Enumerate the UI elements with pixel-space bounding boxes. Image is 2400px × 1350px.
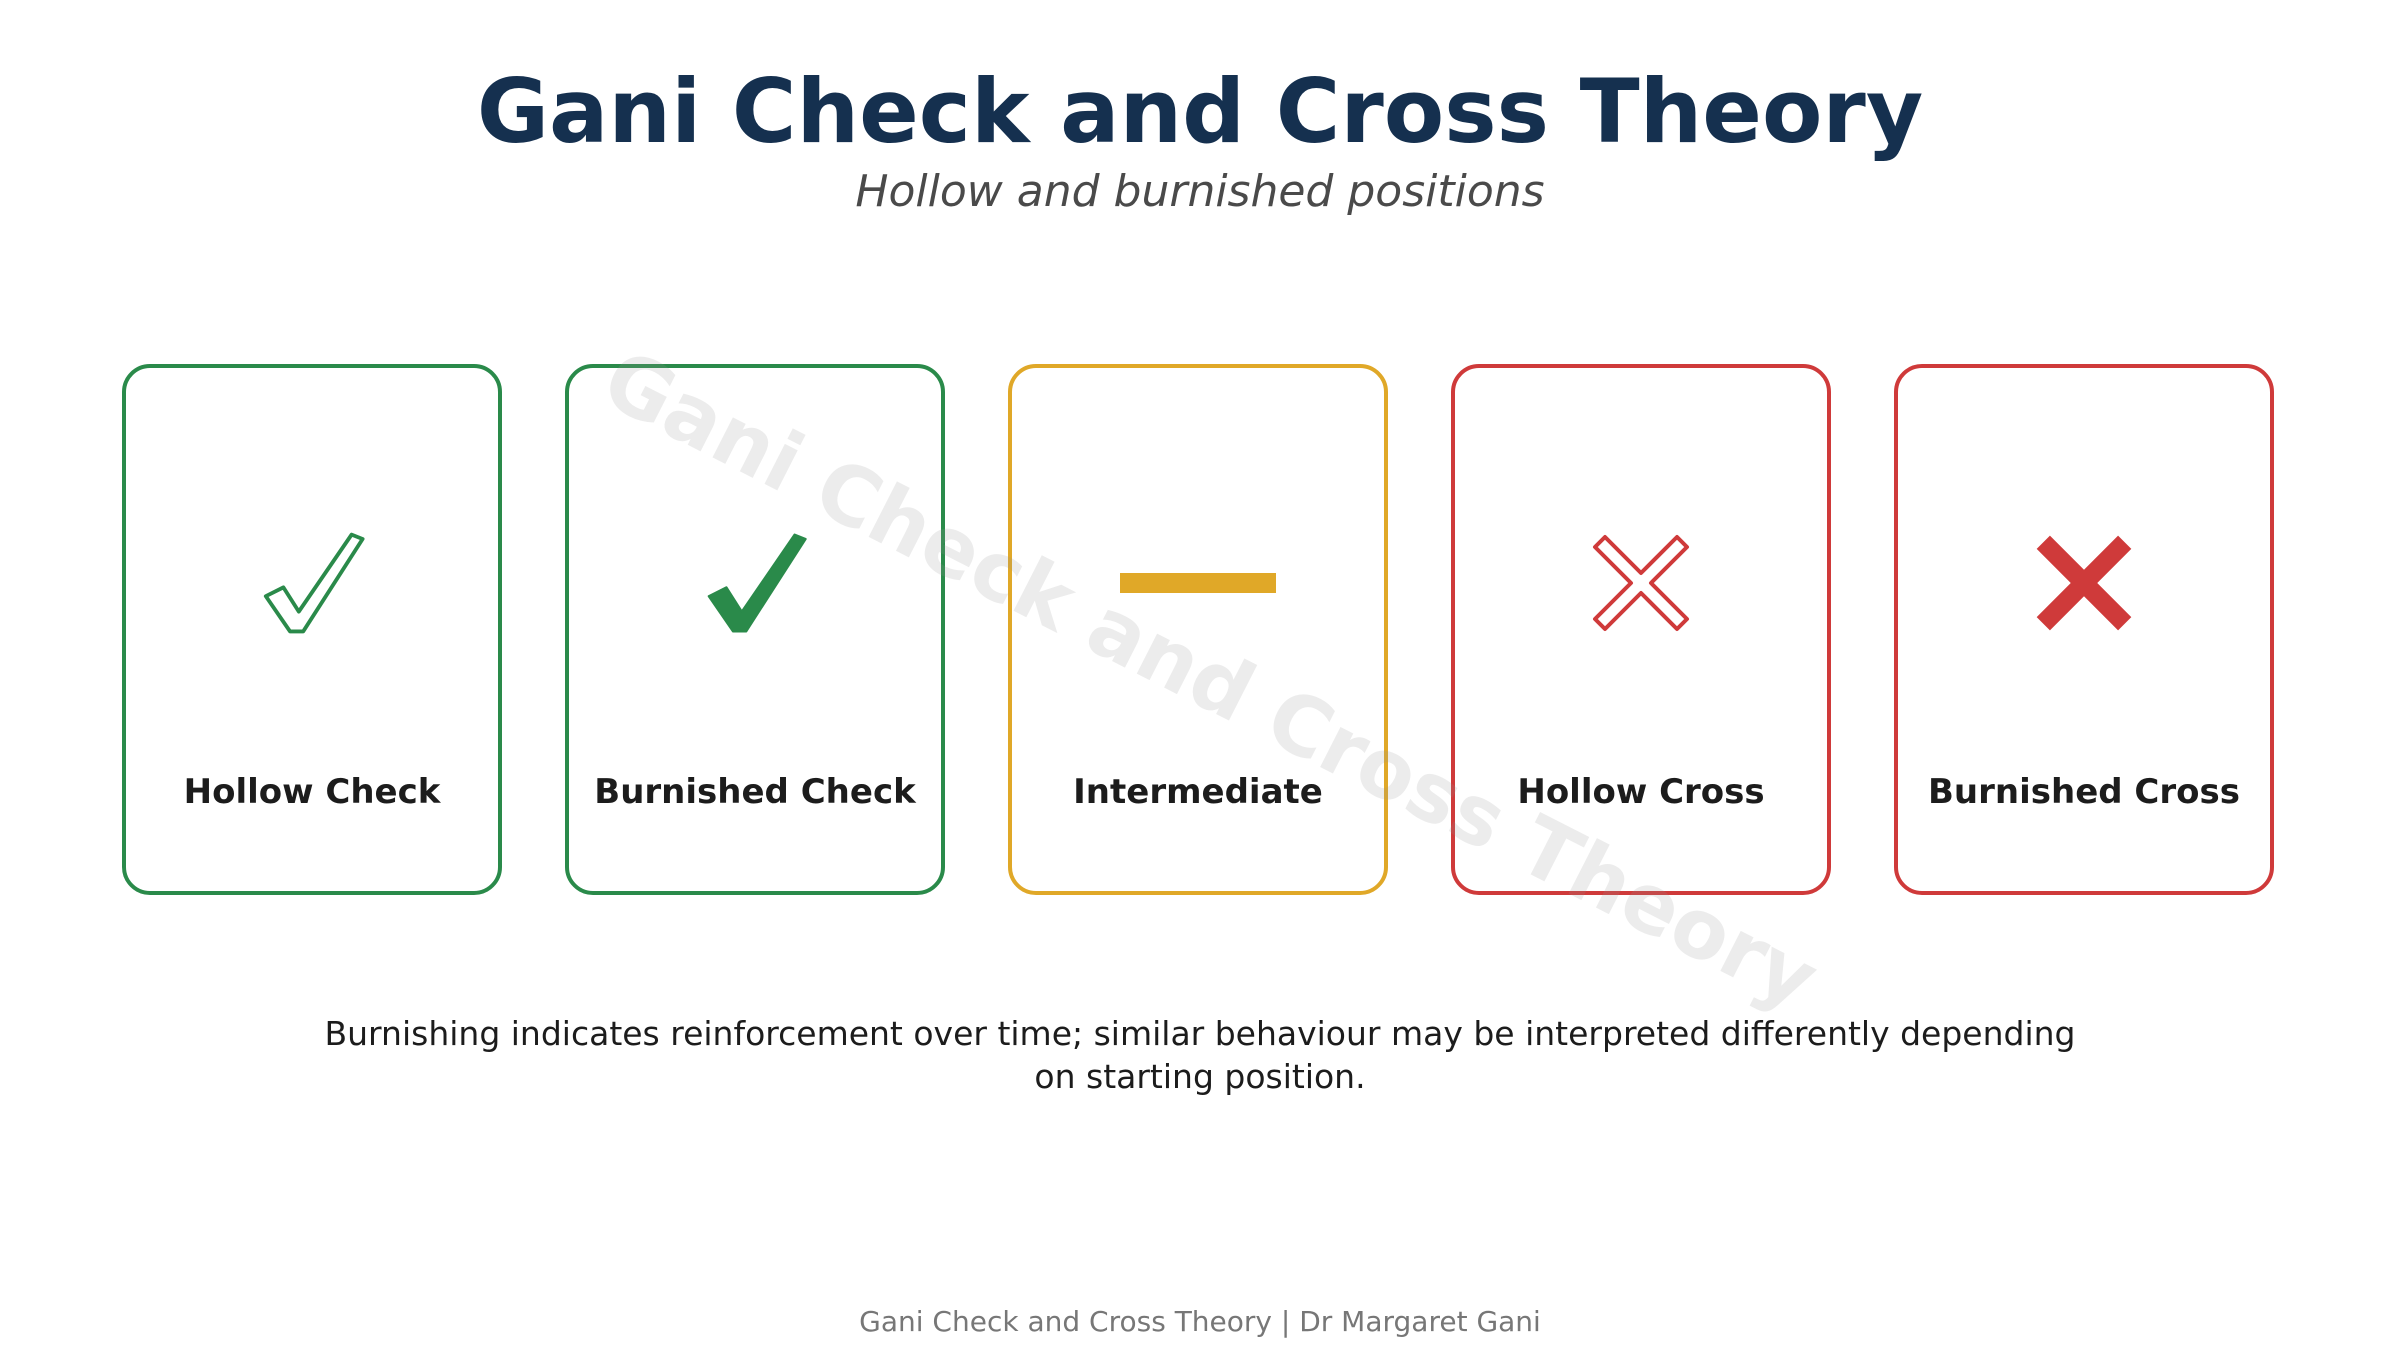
dash-icon	[1012, 508, 1384, 658]
page-title: Gani Check and Cross Theory	[476, 60, 1924, 163]
burnished-check-icon	[569, 508, 941, 658]
card-label: Hollow Check	[183, 772, 441, 812]
card-label: Burnished Cross	[1928, 772, 2240, 812]
explanation-note: Burnishing indicates reinforcement over …	[324, 1014, 2076, 1096]
footer-credit: Gani Check and Cross Theory | Dr Margare…	[859, 1305, 1541, 1338]
hollow-cross-icon	[1455, 508, 1827, 658]
card-row: Hollow Check Burnished Check Intermediat…	[122, 364, 2274, 895]
card-hollow-check: Hollow Check	[122, 364, 502, 895]
card-label: Burnished Check	[594, 772, 916, 812]
burnished-cross-icon	[1898, 508, 2270, 658]
card-burnished-cross: Burnished Cross	[1894, 364, 2274, 895]
card-hollow-cross: Hollow Cross	[1451, 364, 1831, 895]
card-label: Hollow Cross	[1517, 772, 1765, 812]
card-intermediate: Intermediate	[1008, 364, 1388, 895]
card-label: Intermediate	[1073, 772, 1323, 812]
card-burnished-check: Burnished Check	[565, 364, 945, 895]
page-subtitle: Hollow and burnished positions	[855, 166, 1545, 217]
hollow-check-icon	[126, 508, 498, 658]
